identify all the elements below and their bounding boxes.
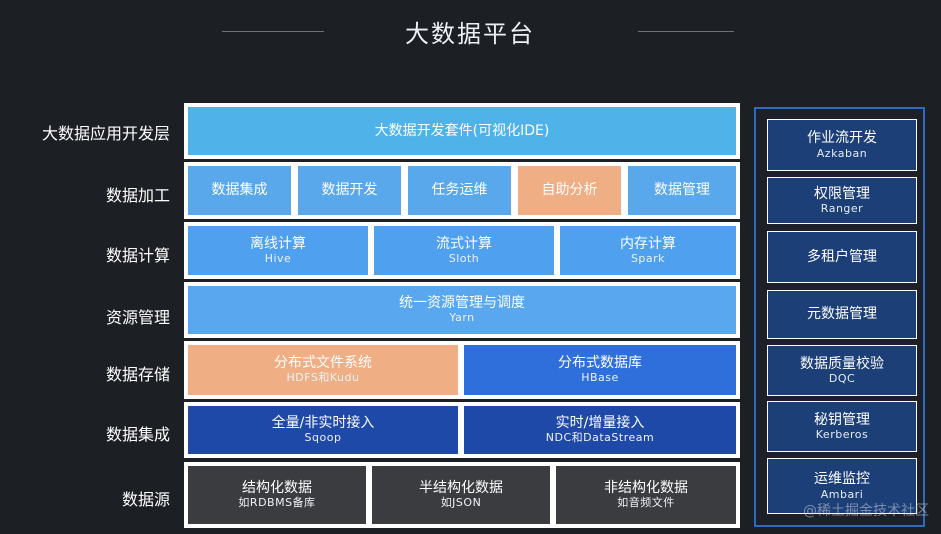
layer-cell: 流式计算 Sloth: [374, 226, 554, 275]
page-title: 大数据平台: [405, 20, 535, 48]
sidebar-item-metadata: 元数据管理: [767, 290, 917, 339]
sidebar-item-title: 秘钥管理: [814, 411, 870, 428]
layer-cell: 结构化数据 如RDBMS备库: [188, 466, 366, 524]
watermark: @稀土掘金技术社区: [803, 503, 929, 519]
sidebar-item-subtitle: Ambari: [820, 487, 864, 501]
sidebar-item-keys: 秘钥管理 Kerberos: [767, 401, 917, 452]
layer-cell: 内存计算 Spark: [560, 226, 736, 275]
layer-cell: 实时/增量接入 NDC和DataStream: [464, 406, 736, 454]
sidebar-item-title: 元数据管理: [807, 306, 877, 323]
layer-cell: 离线计算 Hive: [188, 226, 368, 275]
cell-title: 实时/增量接入: [555, 415, 645, 432]
sidebar-item-permissions: 权限管理 Ranger: [767, 177, 917, 224]
cell-subtitle: Hive: [264, 251, 292, 265]
layer-band-storage: 分布式文件系统 HDFS和Kudu 分布式数据库 HBase: [184, 341, 740, 399]
layer-cell: 分布式数据库 HBase: [464, 345, 736, 395]
layer-cell: 大数据开发套件(可视化IDE): [188, 107, 736, 155]
title-rule-right: [638, 31, 734, 32]
cell-subtitle: HDFS和Kudu: [286, 371, 360, 385]
cell-title: 半结构化数据: [419, 480, 503, 497]
cell-title: 任务运维: [431, 182, 488, 199]
cell-title: 离线计算: [250, 235, 306, 252]
layer-cell: 数据集成: [188, 166, 291, 215]
layer-band-integration: 全量/非实时接入 Sqoop 实时/增量接入 NDC和DataStream: [184, 402, 740, 458]
cell-subtitle: 如音频文件: [617, 496, 675, 510]
sidebar-item-title: 多租户管理: [807, 248, 877, 265]
cell-subtitle: NDC和DataStream: [545, 431, 655, 445]
cell-title: 内存计算: [620, 235, 676, 252]
cell-title: 非结构化数据: [604, 480, 688, 497]
sidebar-item-multitenancy: 多租户管理: [767, 231, 917, 283]
cell-subtitle: Yarn: [449, 311, 475, 325]
layer-label-storage: 数据存储: [105, 365, 170, 384]
layer-cell: 任务运维: [408, 166, 511, 215]
layer-band-compute: 离线计算 Hive 流式计算 Sloth 内存计算 Spark: [184, 222, 740, 279]
cell-title: 流式计算: [436, 235, 492, 252]
cell-title: 数据管理: [654, 182, 710, 199]
cell-title: 分布式数据库: [558, 355, 642, 372]
layer-label-resource: 资源管理: [105, 308, 170, 327]
layer-cell: 非结构化数据 如音频文件: [556, 466, 736, 524]
cell-subtitle: 如JSON: [440, 496, 482, 510]
layer-label-app-dev: 大数据应用开发层: [41, 124, 170, 143]
layer-cell: 全量/非实时接入 Sqoop: [188, 406, 458, 454]
layer-label-compute: 数据计算: [105, 246, 170, 265]
sidebar-item-subtitle: Azkaban: [816, 146, 868, 160]
layer-band-processing: 数据集成 数据开发 任务运维 自助分析 数据管理: [184, 162, 740, 219]
sidebar-item-monitoring: 运维监控 Ambari: [767, 458, 917, 514]
sidebar-item-data-quality: 数据质量校验 DQC: [767, 345, 917, 396]
sidebar-item-subtitle: Ranger: [820, 202, 864, 216]
layer-cell: 分布式文件系统 HDFS和Kudu: [188, 345, 458, 395]
cell-subtitle: Sloth: [448, 251, 480, 265]
layer-cell: 数据管理: [628, 166, 736, 215]
sidebar-item-title: 作业流开发: [807, 130, 877, 146]
layer-band-source: 结构化数据 如RDBMS备库 半结构化数据 如JSON 非结构化数据 如音频文件: [184, 462, 740, 528]
cell-title: 统一资源管理与调度: [399, 295, 525, 312]
cell-title: 大数据开发套件(可视化IDE): [374, 122, 550, 139]
cell-title: 全量/非实时接入: [271, 415, 375, 432]
layer-label-integration: 数据集成: [105, 425, 170, 444]
layer-cell: 统一资源管理与调度 Yarn: [188, 286, 736, 334]
cell-title: 结构化数据: [242, 480, 312, 497]
cell-subtitle: Spark: [630, 251, 666, 265]
cell-title: 分布式文件系统: [274, 355, 372, 372]
sidebar-item-subtitle: Kerberos: [815, 428, 869, 442]
layer-band-app-dev: 大数据开发套件(可视化IDE): [184, 103, 740, 159]
layer-cell: 自助分析: [518, 166, 621, 215]
cell-title: 数据集成: [211, 182, 268, 199]
sidebar-item-workflow: 作业流开发 Azkaban: [767, 119, 917, 171]
sidebar-item-title: 权限管理: [814, 185, 870, 202]
cell-subtitle: Sqoop: [304, 431, 342, 445]
sidebar-item-subtitle: DQC: [828, 372, 856, 386]
layer-cell: 数据开发: [298, 166, 401, 215]
layer-label-processing: 数据加工: [105, 186, 170, 205]
cell-subtitle: HBase: [581, 371, 619, 385]
cell-subtitle: 如RDBMS备库: [238, 496, 316, 510]
sidebar-item-title: 运维监控: [814, 471, 870, 487]
layer-band-resource: 统一资源管理与调度 Yarn: [184, 282, 740, 338]
cell-title: 数据开发: [321, 182, 378, 199]
title-rule-left: [222, 31, 324, 32]
sidebar-item-title: 数据质量校验: [800, 355, 884, 372]
cell-title: 自助分析: [541, 182, 598, 199]
layer-label-source: 数据源: [121, 490, 170, 509]
layer-cell: 半结构化数据 如JSON: [372, 466, 550, 524]
